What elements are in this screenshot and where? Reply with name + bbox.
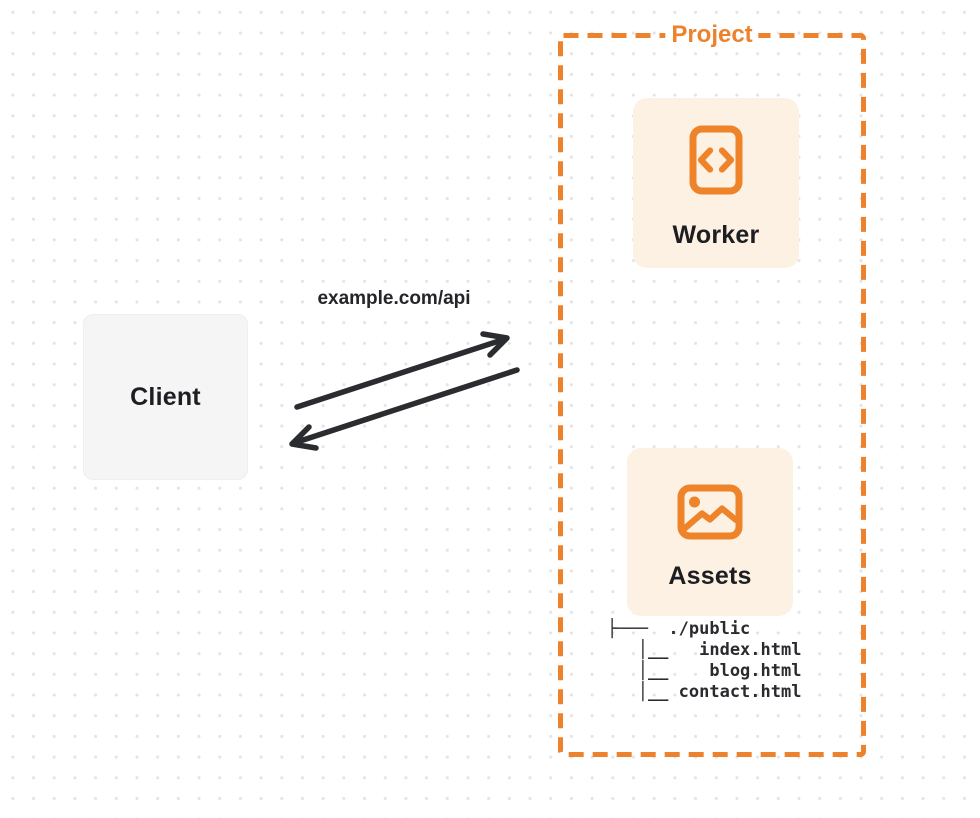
image-icon bbox=[677, 484, 743, 540]
worker-node: Worker bbox=[633, 98, 799, 268]
project-label: Project bbox=[665, 20, 759, 50]
assets-label: Assets bbox=[668, 562, 752, 590]
project-container: Project Worker Assets ├─── ./public │__ … bbox=[558, 20, 866, 757]
connection-label: example.com/api bbox=[317, 288, 471, 309]
request-arrow bbox=[294, 331, 510, 410]
code-file-icon bbox=[689, 125, 743, 195]
response-arrow bbox=[289, 367, 520, 451]
client-node: Client bbox=[83, 314, 248, 480]
client-label: Client bbox=[130, 382, 201, 411]
file-tree: ├─── ./public │__ index.html │__ blog.ht… bbox=[607, 619, 802, 702]
worker-label: Worker bbox=[672, 221, 760, 249]
assets-node: Assets bbox=[627, 448, 793, 616]
